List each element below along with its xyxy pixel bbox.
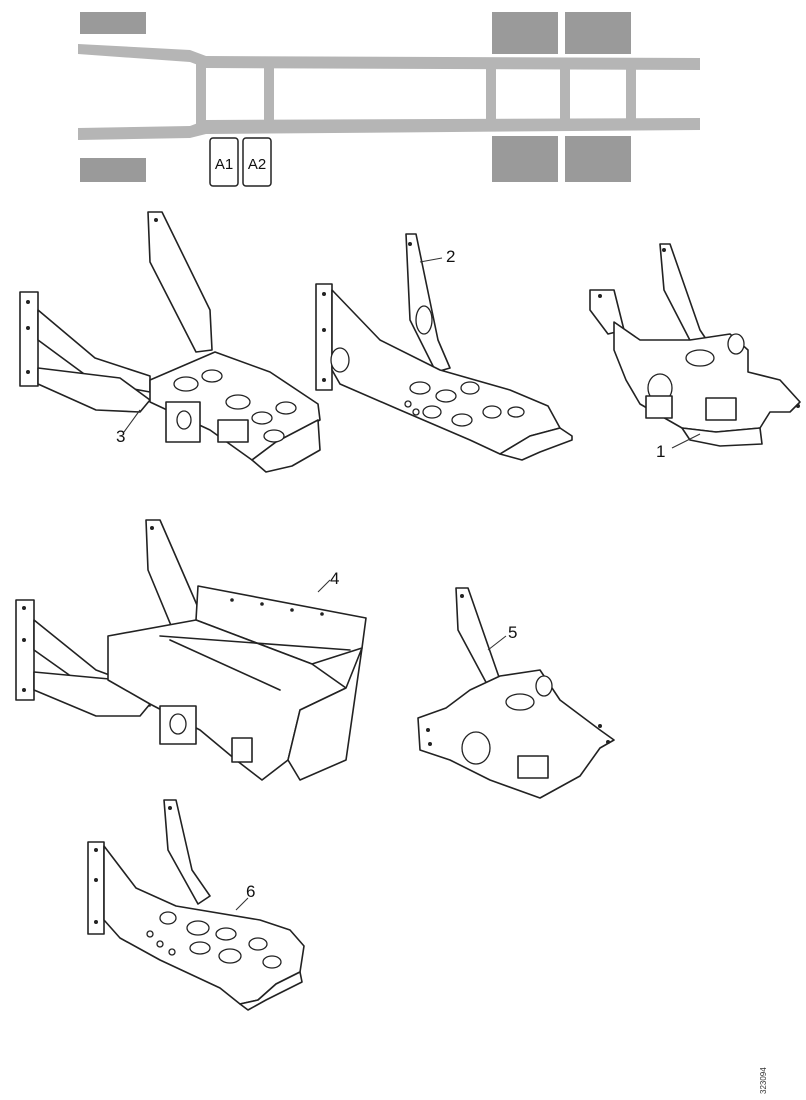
figure-code: 323094 [759,1067,768,1094]
part-5-bracket [417,587,615,799]
tank-a1-label: A1 [215,156,233,173]
cross-member-4 [560,66,570,122]
cross-member-5 [626,66,636,122]
rear-wheel-right-1 [492,136,558,182]
front-wheel-left [80,12,146,34]
callout-3: 3 [116,427,125,446]
cross-member-3 [486,66,496,122]
front-wheel-right [80,158,146,182]
part-2-bracket [315,233,573,461]
callout-6: 6 [246,882,255,901]
callout-4: 4 [330,569,339,588]
callout-5: 5 [508,623,517,642]
callout-2: 2 [446,247,455,266]
rear-wheel-left-1 [492,12,558,54]
cross-member-1 [196,62,206,124]
chassis-overview: A1 A2 [78,12,700,187]
callout-1: 1 [656,442,665,461]
cross-member-2 [264,66,274,122]
part-4-tank-bracket [15,519,367,781]
part-1-bracket [589,243,801,449]
rear-wheel-right-2 [565,136,631,182]
part-6-bracket [87,799,305,1011]
frame-rail-right [78,118,700,140]
frame-rail-left [78,44,700,70]
tank-a1 [209,137,239,187]
rear-wheel-left-2 [565,12,631,54]
tank-a2-label: A2 [248,156,266,173]
tank-a2 [242,137,272,187]
part-3-bracket [19,211,321,473]
